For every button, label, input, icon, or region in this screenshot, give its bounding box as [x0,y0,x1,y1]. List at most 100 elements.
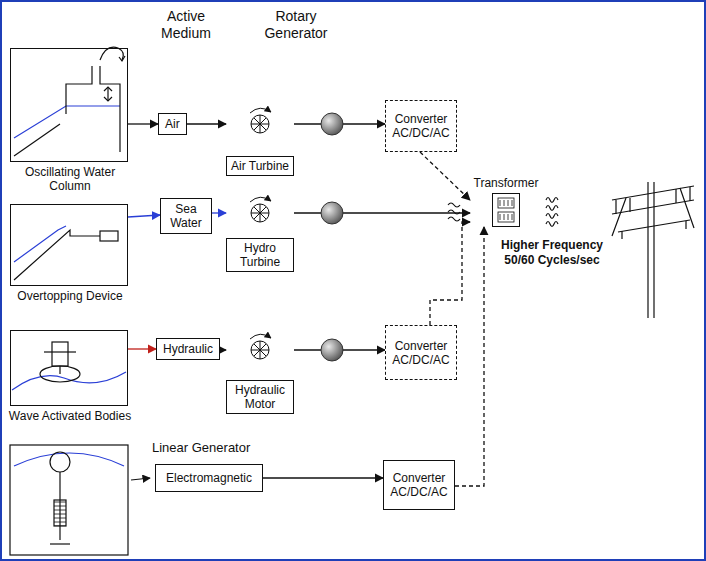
wave-bodies-illustration [44,351,76,352]
linear-generator-illustration [131,478,150,480]
flow-arrow [294,212,470,213]
coil-turn [508,200,509,206]
transmission-pylon [616,187,690,239]
turbine-icon [250,108,271,133]
wave-bodies-illustration [52,342,68,366]
linear-generator-illustration [50,543,70,544]
flow-arrow [187,123,226,124]
turbine-icon [251,341,269,359]
turbine-icon [251,115,269,133]
turbine-icon [250,197,271,202]
medium-box: Electromagnetic [155,464,263,492]
coil-turn [504,200,505,206]
wave-bodies-illustration [12,342,126,390]
medium-box: Sea Water [160,198,212,234]
turbine-icon [250,108,271,113]
converter-label: Converter AC/DC/AC [390,339,452,367]
flow-arrow [263,477,383,478]
owc-illustration [100,66,120,152]
transformer-coil [498,198,514,208]
turbine-icon-space [226,197,294,238]
owc-illustration [104,87,112,101]
turbine-icon [250,197,271,222]
medium-label: Hydraulic [163,342,213,356]
column-header: Active Medium [148,8,224,42]
turbine-icon [250,334,271,359]
medium-box: Hydraulic [156,338,220,360]
owc-illustration [119,56,125,61]
section-label: Linear Generator [152,440,250,456]
flow-arrow [430,222,470,325]
device-illustration: Oscillating Water Column [10,48,128,162]
owc-illustration [14,124,60,156]
turbine-label-box: Hydraulic Motor [226,380,294,414]
generator-symbol [321,202,343,224]
linear-generator-illustration [14,453,124,466]
turbine-icon [251,204,269,222]
transformer-coil [498,212,514,222]
turbine-label: Air Turbine [229,159,291,173]
turbine-icon [251,115,269,133]
wave-bodies-illustration [59,366,60,374]
transmission-pylon [647,182,648,318]
converter-box: Converter AC/DC/AC [385,325,457,380]
flow-arrow [455,227,484,486]
transmission-pylon [653,182,654,318]
turbine-box: Air Turbine [226,108,294,176]
transmission-pylon [618,220,690,232]
device-illustration: Overtopping Device [10,204,128,286]
wave-bodies-illustration [40,366,80,382]
turbine-icon-space [226,334,294,380]
coil-turn [512,214,513,220]
flow-arrow [128,215,160,217]
turbine-icon [251,341,269,359]
turbine-icon-space [226,108,294,156]
column-header: Rotary Generator [256,8,336,42]
transformer-icon [492,193,520,227]
turbine-label: Hydraulic Motor [229,383,291,411]
flow-arrow [420,152,470,200]
transmission-pylon [612,182,694,318]
medium-label: Electromagnetic [166,471,252,485]
turbine-box: Hydro Turbine [226,197,294,272]
device-caption: Oscillating Water Column [3,165,137,193]
turbine-box: Hydraulic Motor [226,334,294,414]
ac-wave-symbol [448,203,460,221]
medium-box: Air [158,113,187,135]
flow-arrow [220,349,226,350]
owc-illustration [107,88,108,100]
transformer-coils [493,194,519,226]
transformer: Transformer [470,176,542,227]
coil-turn [500,214,501,220]
turbine-icon [251,204,269,222]
overtopping-illustration [14,230,100,280]
owc-illustration [66,66,92,114]
coil-turn [504,214,505,220]
ac-wave-symbol [546,198,558,227]
owc-illustration [14,106,120,138]
converter-box: Converter AC/DC/AC [385,100,457,152]
converter-box: Converter AC/DC/AC [383,460,455,510]
owc-illustration [14,47,125,156]
linear-generator-illustration [54,500,66,526]
converter-label: Converter AC/DC/AC [388,471,450,499]
coil-turn [512,200,513,206]
frequency-note: Higher Frequency 50/60 Cycles/sec [496,238,608,268]
overtopping-illustration [14,226,118,280]
device-caption: Overtopping Device [3,289,137,303]
overtopping-illustration [100,231,118,241]
converter-label: Converter AC/DC/AC [390,112,452,140]
turbine-icon [250,334,271,339]
turbine-label: Hydro Turbine [229,241,291,269]
transmission-pylon [612,188,694,236]
device-illustration: Wave Activated Bodies [10,330,128,406]
linear-generator-illustration [10,445,128,555]
flow-arrow [128,348,156,349]
generator-symbol [321,113,343,135]
linear-generator-illustration [10,445,150,555]
device-caption: Wave Activated Bodies [3,409,137,423]
